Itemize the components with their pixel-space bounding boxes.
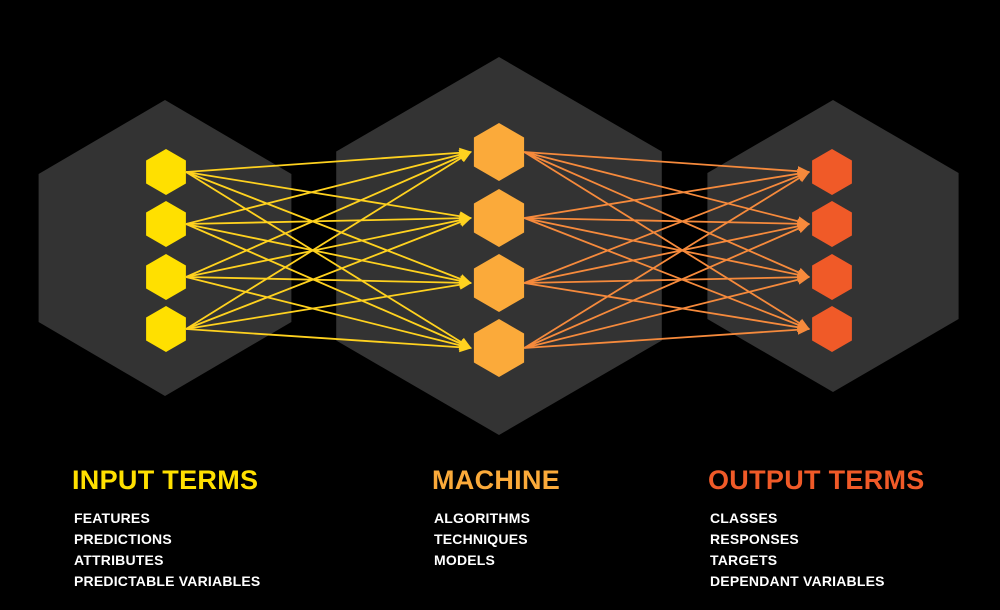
list-item: DEPENDANT VARIABLES <box>710 573 885 589</box>
machine-node <box>473 254 525 312</box>
list-item: TECHNIQUES <box>434 531 528 547</box>
connection-arrow <box>185 151 472 278</box>
connection-arrow <box>524 151 811 177</box>
connection-arrow <box>185 213 473 225</box>
machine-list: ALGORITHMS TECHNIQUES MODELS <box>432 508 560 571</box>
connection-arrow <box>185 215 473 278</box>
output-terms-list: CLASSES RESPONSES TARGETS DEPENDANT VARI… <box>708 508 925 592</box>
input-terms-title: INPUT TERMS <box>72 465 259 495</box>
input-node <box>146 254 186 300</box>
list-item: TARGETS <box>710 552 778 568</box>
machine-node <box>473 123 525 181</box>
machine-column: MACHINE ALGORITHMS TECHNIQUES MODELS <box>432 462 560 571</box>
connection-arrow <box>185 276 472 351</box>
list-item: ALGORITHMS <box>434 510 531 526</box>
connection-arrow <box>523 151 811 278</box>
output-node <box>812 149 852 195</box>
input-node <box>146 149 186 195</box>
input-terms-list: FEATURES PREDICTIONS ATTRIBUTES PREDICTA… <box>72 508 260 592</box>
connection-arrow <box>524 282 811 333</box>
list-item: RESPONSES <box>710 531 799 547</box>
connection-arrow <box>185 171 472 284</box>
machine-node <box>473 189 525 247</box>
connection-arrow <box>185 151 472 330</box>
output-node <box>812 254 852 300</box>
connection-arrow <box>523 217 811 330</box>
connection-arrow <box>185 279 473 330</box>
machine-node <box>473 319 525 377</box>
connection-arrow <box>185 171 473 222</box>
connection-arrow <box>185 223 472 349</box>
list-item: MODELS <box>434 552 496 568</box>
machine-title: MACHINE <box>432 465 561 495</box>
connection-arrow <box>185 149 472 225</box>
connection-arrow <box>523 151 811 330</box>
connection-arrow <box>524 324 811 349</box>
output-terms-column: OUTPUT TERMS CLASSES RESPONSES TARGETS D… <box>708 462 925 592</box>
connection-arrow <box>185 328 473 353</box>
connection-arrow <box>523 171 811 349</box>
connection-arrow <box>524 217 811 229</box>
connection-arrow <box>523 171 811 284</box>
connection-arrow <box>524 272 811 284</box>
list-item: PREDICTABLE VARIABLES <box>74 573 261 589</box>
output-terms-title: OUTPUT TERMS <box>708 465 925 495</box>
connection-arrow <box>185 171 472 349</box>
input-node <box>146 201 186 247</box>
connection-arrow <box>185 223 473 286</box>
connection-arrow <box>523 223 811 349</box>
list-item: CLASSES <box>710 510 778 526</box>
connection-arrow <box>524 217 811 280</box>
connection-arrow <box>524 168 811 219</box>
connection-arrow <box>524 274 811 349</box>
connection-arrow <box>524 221 811 284</box>
output-node <box>812 201 852 247</box>
connection-arrow <box>185 217 472 330</box>
connection-arrow <box>524 151 811 227</box>
input-terms-column: INPUT TERMS FEATURES PREDICTIONS ATTRIBU… <box>72 462 260 592</box>
connection-arrow <box>185 276 473 288</box>
connection-arrow <box>185 147 473 173</box>
list-item: FEATURES <box>74 510 151 526</box>
input-node <box>146 306 186 352</box>
list-item: ATTRIBUTES <box>74 552 164 568</box>
output-node <box>812 306 852 352</box>
list-item: PREDICTIONS <box>74 531 172 547</box>
